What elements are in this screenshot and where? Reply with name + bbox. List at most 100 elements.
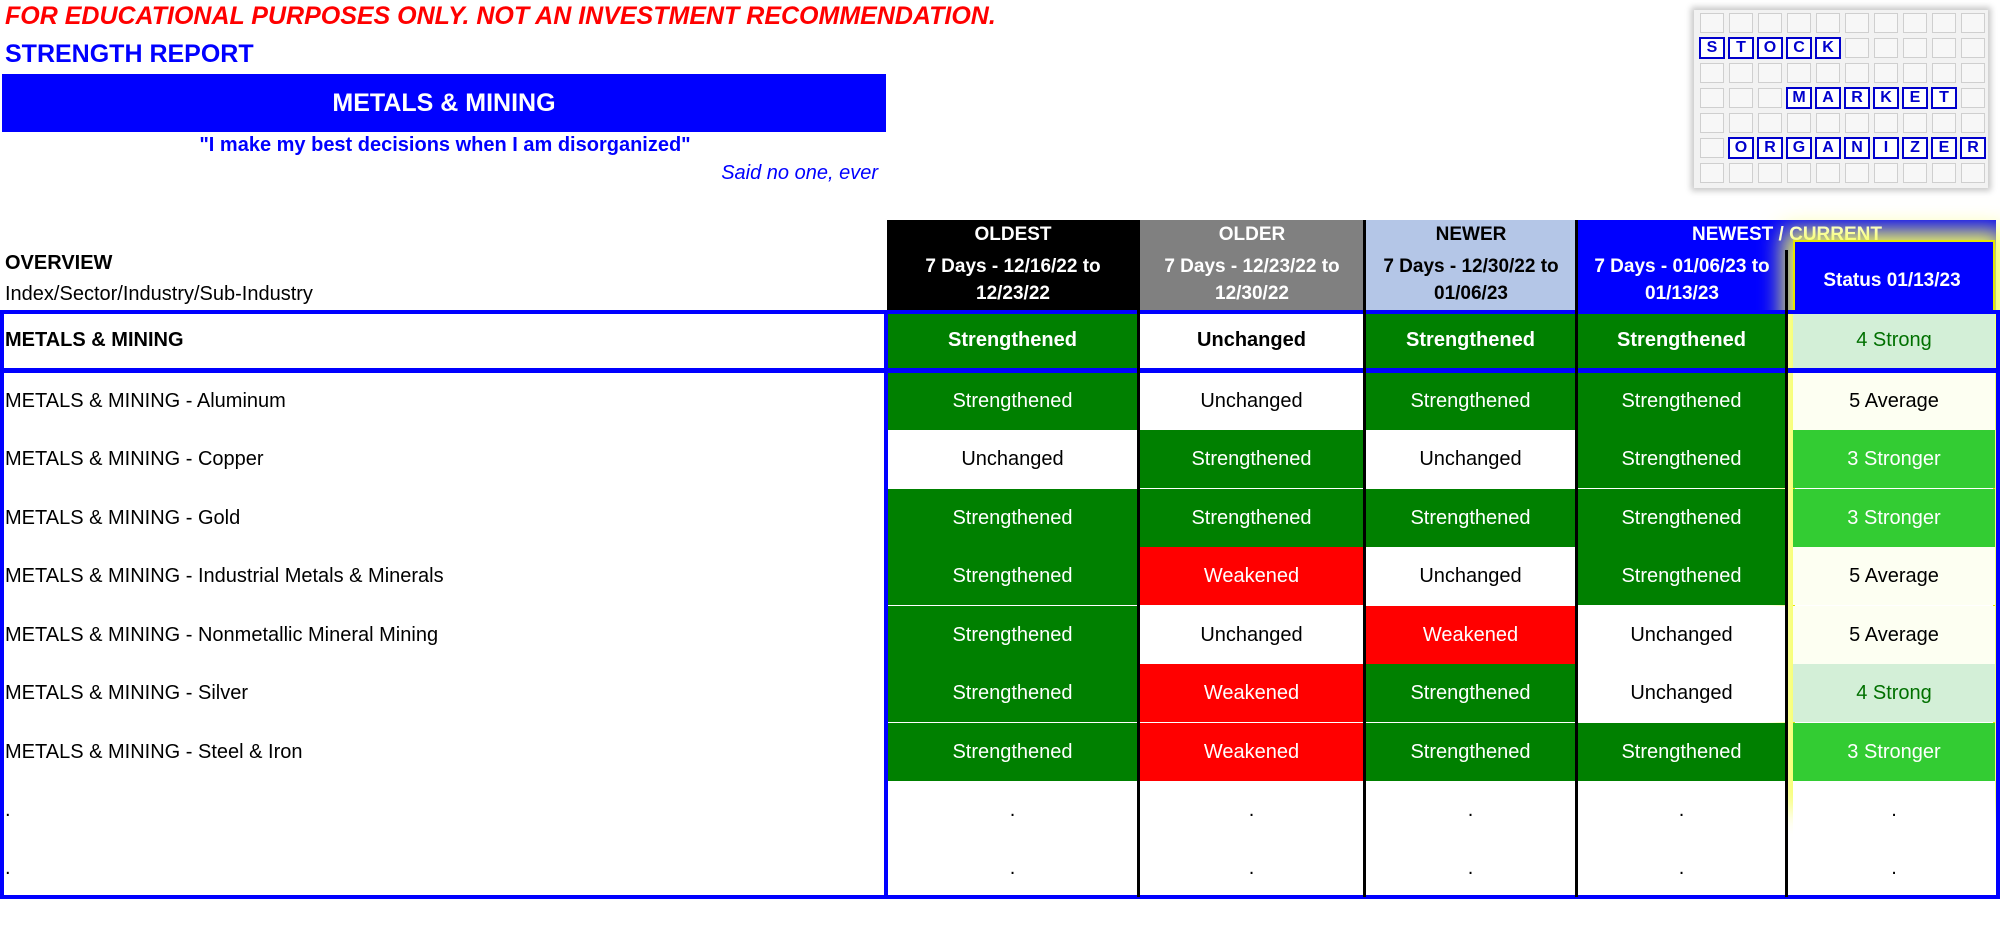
status-column-header: Status 01/13/23	[1788, 250, 1996, 310]
strength-cell: Strengthened	[888, 489, 1137, 547]
logo-grid-cell	[1758, 113, 1782, 133]
column-divider	[1575, 220, 1578, 897]
row-label: METALS & MINING - Copper	[5, 447, 264, 470]
strength-cell: .	[1140, 781, 1363, 839]
strength-cell: .	[1366, 781, 1575, 839]
logo-grid-cell	[1903, 13, 1927, 33]
strength-cell: Strengthened	[1578, 372, 1785, 430]
strength-cell: .	[1140, 839, 1363, 897]
strength-cell: Strengthened	[1140, 489, 1363, 547]
logo-letter: R	[1844, 87, 1870, 109]
logo-grid-cell	[1700, 163, 1724, 183]
row-label: METALS & MINING - Aluminum	[5, 389, 286, 412]
row-label: .	[5, 798, 11, 821]
row-label: .	[5, 856, 11, 879]
strength-cell: Unchanged	[888, 430, 1137, 488]
logo-grid-cell	[1845, 13, 1869, 33]
strength-cell: Weakened	[1140, 723, 1363, 781]
logo-grid-cell	[1845, 38, 1869, 58]
column-divider	[1363, 220, 1366, 897]
logo-grid-cell	[1932, 13, 1956, 33]
logo-grid-cell	[1816, 113, 1840, 133]
logo-grid-cell	[1816, 13, 1840, 33]
strength-cell: .	[1578, 839, 1785, 897]
strength-cell: Weakened	[1140, 547, 1363, 605]
logo-grid-cell	[1729, 163, 1753, 183]
column-divider	[1137, 220, 1140, 897]
strength-cell: Strengthened	[1366, 372, 1575, 430]
status-cell: 4 Strong	[1793, 312, 1995, 368]
logo-letter: G	[1786, 137, 1812, 159]
logo-grid-cell	[1816, 63, 1840, 83]
logo-grid-cell	[1700, 138, 1724, 158]
logo-grid-cell	[1932, 63, 1956, 83]
logo-grid-cell	[1758, 63, 1782, 83]
logo-grid-cell	[1729, 13, 1753, 33]
overview-subheading: Index/Sector/Industry/Sub-Industry	[5, 283, 313, 305]
sector-banner: METALS & MINING	[2, 74, 886, 132]
column-range-newer: 7 Days - 12/30/22 to 01/06/23	[1366, 250, 1576, 310]
strength-cell: Unchanged	[1366, 430, 1575, 488]
strength-cell: Strengthened	[888, 547, 1137, 605]
logo-grid-cell	[1961, 38, 1985, 58]
logo-grid-cell	[1932, 163, 1956, 183]
logo-grid-cell	[1903, 113, 1927, 133]
strength-cell: Strengthened	[1366, 312, 1575, 368]
logo-grid-cell	[1758, 88, 1782, 108]
column-range-newest: 7 Days - 01/06/23 to 01/13/23	[1578, 250, 1786, 310]
column-header-newer: NEWER	[1366, 220, 1576, 250]
table-left-border	[0, 310, 4, 899]
strength-cell: Unchanged	[1140, 312, 1363, 368]
logo-grid-cell	[1700, 13, 1724, 33]
logo-letter: R	[1757, 137, 1783, 159]
logo-letter: Z	[1902, 137, 1928, 159]
column-header-newest: NEWEST / CURRENT	[1578, 220, 1996, 250]
strength-cell: Weakened	[1366, 606, 1575, 664]
row-label: METALS & MINING - Gold	[5, 506, 241, 529]
strength-cell: Unchanged	[1578, 606, 1785, 664]
logo-grid-cell	[1845, 163, 1869, 183]
row-label: METALS & MINING - Steel & Iron	[5, 740, 303, 763]
disclaimer-text: FOR EDUCATIONAL PURPOSES ONLY. NOT AN IN…	[5, 2, 996, 30]
logo-grid-cell	[1729, 88, 1753, 108]
column-range-oldest: 7 Days - 12/16/22 to 12/23/22	[887, 250, 1139, 310]
status-cell: 5 Average	[1793, 547, 1995, 605]
logo-grid-cell	[1961, 63, 1985, 83]
quote-attribution: Said no one, ever	[721, 162, 878, 184]
strength-cell: Strengthened	[888, 312, 1137, 368]
status-cell: 5 Average	[1793, 372, 1995, 430]
strength-cell: .	[1578, 781, 1785, 839]
logo-letter: N	[1844, 137, 1870, 159]
status-cell: .	[1793, 781, 1995, 839]
logo-grid-cell	[1729, 63, 1753, 83]
logo-grid-cell	[1700, 63, 1724, 83]
logo-letter: K	[1873, 87, 1899, 109]
logo-grid-cell	[1961, 13, 1985, 33]
logo-grid-cell	[1874, 63, 1898, 83]
strength-cell: Strengthened	[1578, 489, 1785, 547]
strength-cell: Strengthened	[1578, 547, 1785, 605]
status-cell: .	[1793, 839, 1995, 897]
logo-grid-cell	[1874, 38, 1898, 58]
label-column-divider	[884, 310, 888, 899]
logo-grid-cell	[1816, 163, 1840, 183]
row-label: METALS & MINING - Silver	[5, 681, 248, 704]
strength-cell: Strengthened	[1366, 489, 1575, 547]
strength-cell: Strengthened	[1140, 430, 1363, 488]
logo-grid-cell	[1700, 88, 1724, 108]
logo-grid-cell	[1932, 38, 1956, 58]
logo-grid-cell	[1758, 163, 1782, 183]
strength-cell: Strengthened	[1578, 723, 1785, 781]
row-label: METALS & MINING - Nonmetallic Mineral Mi…	[5, 623, 439, 646]
logo-letter: I	[1873, 137, 1899, 159]
strength-cell: Strengthened	[1366, 664, 1575, 722]
logo-grid-cell	[1700, 113, 1724, 133]
strength-cell: Weakened	[1140, 664, 1363, 722]
logo-grid-cell	[1874, 163, 1898, 183]
status-cell: 3 Stronger	[1793, 723, 1995, 781]
logo-letter: O	[1757, 37, 1783, 59]
column-header-older: OLDER	[1140, 220, 1364, 250]
quote-text: "I make my best decisions when I am diso…	[199, 134, 691, 156]
logo-grid-cell	[1961, 113, 1985, 133]
logo-letter: E	[1931, 137, 1957, 159]
